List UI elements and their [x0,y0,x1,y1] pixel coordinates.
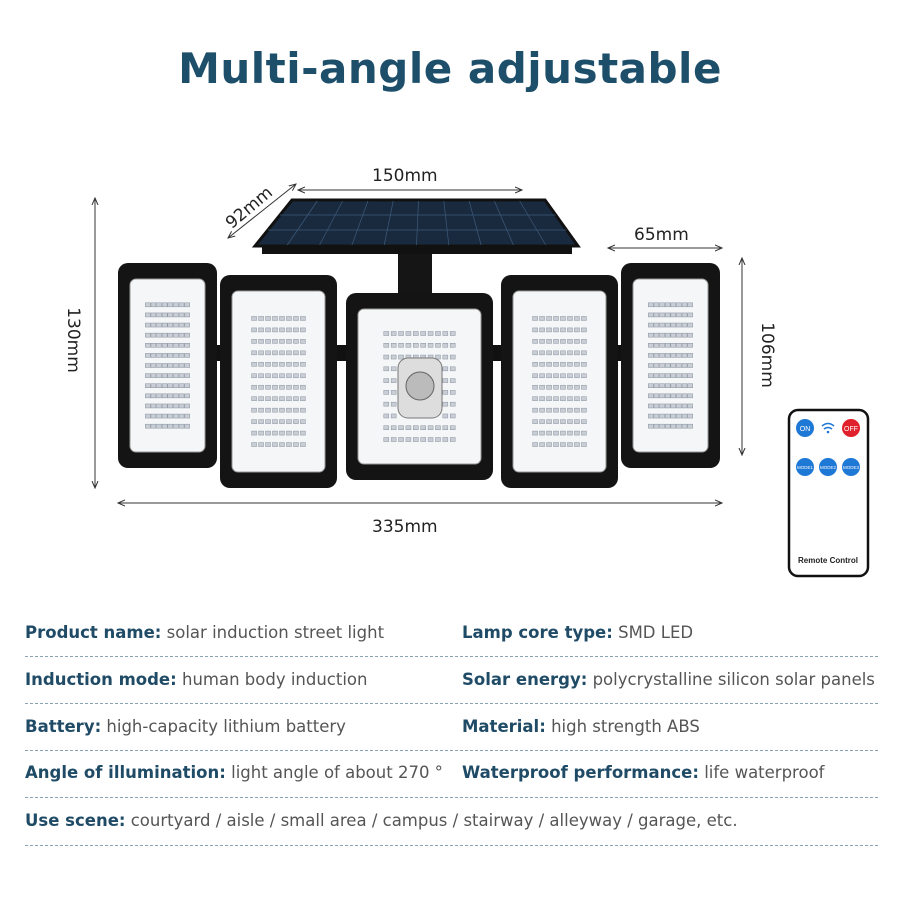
spec-label: Waterproof performance: [462,763,699,782]
lamp-panel-right [501,275,618,488]
lamp-panel-far-left [118,263,217,468]
remote-off-button [842,419,860,437]
lamp-panel-left [220,275,337,488]
spec-label: Solar energy: [462,670,588,689]
spec-item: Use scene: courtyard / aisle / small are… [25,811,738,830]
dim-line-92 [228,184,296,238]
lamp-panel-far-right [621,263,720,468]
spec-value: polycrystalline silicon solar panels [592,670,875,689]
spec-label: Angle of illumination: [25,763,226,782]
spec-label: Use scene: [25,811,126,830]
spec-value: solar induction street light [166,623,385,642]
spec-value: human body induction [181,670,368,689]
spec-value: light angle of about 270 ° [231,763,443,782]
divider [25,845,878,846]
solar-panel [251,198,581,298]
remote-mode1-button [796,458,814,476]
spec-item: Induction mode: human body induction [25,670,368,689]
remote-mode3-button [842,458,860,476]
spec-item: Solar energy: polycrystalline silicon so… [462,670,875,689]
svg-text:MODE3: MODE3 [843,465,860,470]
spec-value: high strength ABS [551,717,700,736]
divider [25,703,878,704]
spec-label: Battery: [25,717,102,736]
divider [25,656,878,657]
remote-on-button [796,419,814,437]
spec-label: Induction mode: [25,670,177,689]
spec-value: SMD LED [618,623,694,642]
spec-value: courtyard / aisle / small area / campus … [130,811,738,830]
page-title: Multi-angle adjustable [178,44,722,93]
spec-item: Material: high strength ABS [462,717,700,736]
svg-text:OFF: OFF [844,426,858,433]
spec-label: Material: [462,717,546,736]
spec-value: life waterproof [704,763,825,782]
remote-label: Remote Control [798,556,858,565]
dim-label-150: 150mm [372,166,438,186]
divider [25,797,878,798]
spec-label: Product name: [25,623,162,642]
spec-item: Battery: high-capacity lithium battery [25,717,346,736]
spec-item: Angle of illumination: light angle of ab… [25,763,443,782]
spec-label: Lamp core type: [462,623,613,642]
wifi-icon [821,422,835,430]
lamp-panel-center [346,293,493,480]
svg-text:ON: ON [800,426,811,433]
dim-label-65: 65mm [634,225,689,245]
dim-label-335: 335mm [372,517,438,537]
spec-value: high-capacity lithium battery [106,717,346,736]
svg-text:MODE2: MODE2 [820,465,837,470]
spec-item: Lamp core type: SMD LED [462,623,693,642]
remote-mode2-button [819,458,837,476]
spec-item: Waterproof performance: life waterproof [462,763,824,782]
divider [25,750,878,751]
spec-item: Product name: solar induction street lig… [25,623,384,642]
svg-text:MODE1: MODE1 [797,465,814,470]
